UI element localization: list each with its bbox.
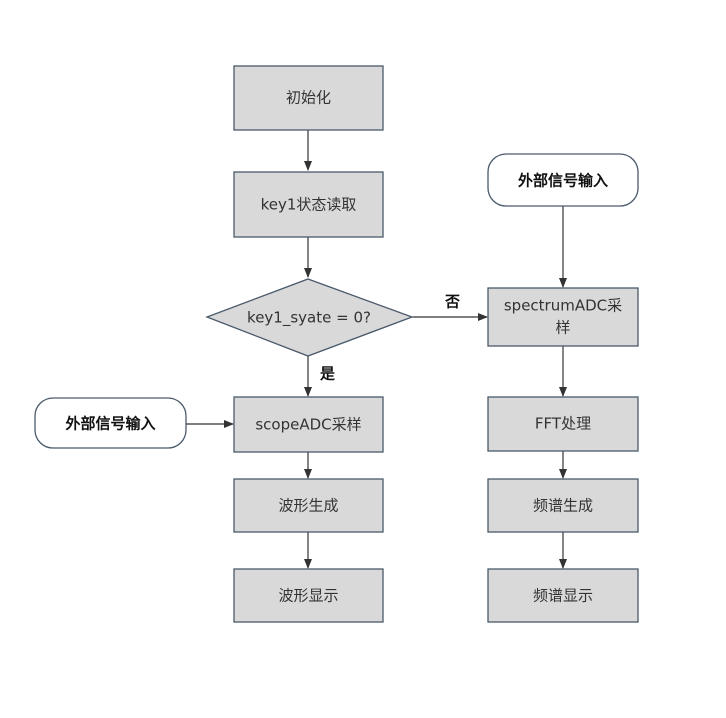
node-scope-adc-label: scopeADC采样	[255, 416, 361, 434]
node-fft-label: FFT处理	[535, 415, 591, 433]
node-decision: key1_syate = 0?	[205, 278, 414, 357]
node-decision-label: key1_syate = 0?	[247, 309, 371, 328]
node-spec-gen: 频谱生成	[487, 478, 639, 533]
node-ext-input-left-label: 外部信号输入	[64, 415, 155, 433]
node-spectrum-adc-label-line1: spectrumADC采	[504, 297, 622, 315]
node-spec-show-label: 频谱显示	[533, 587, 593, 605]
edge-no-label: 否	[444, 293, 460, 311]
node-ext-input-left: 外部信号输入	[34, 397, 187, 449]
node-wave-show-label: 波形显示	[278, 587, 338, 605]
node-spec-gen-label: 频谱生成	[533, 497, 593, 515]
edge-yes-label: 是	[319, 365, 336, 383]
node-wave-gen: 波形生成	[233, 478, 384, 533]
node-ext-input-right: 外部信号输入	[487, 153, 639, 207]
node-read-key: key1状态读取	[233, 171, 384, 238]
node-spec-show: 频谱显示	[487, 568, 639, 623]
node-wave-gen-label: 波形生成	[278, 497, 338, 515]
node-scope-adc: scopeADC采样	[233, 396, 384, 453]
node-wave-show: 波形显示	[233, 568, 384, 623]
node-ext-input-right-label: 外部信号输入	[517, 172, 608, 190]
edges	[186, 130, 567, 569]
node-read-key-label: key1状态读取	[261, 196, 357, 214]
node-fft: FFT处理	[487, 396, 639, 452]
node-spectrum-adc-label-line2: 样	[555, 319, 570, 337]
node-init: 初始化	[233, 65, 384, 131]
node-init-label: 初始化	[286, 89, 331, 107]
node-spectrum-adc: spectrumADC采 样	[487, 287, 639, 347]
